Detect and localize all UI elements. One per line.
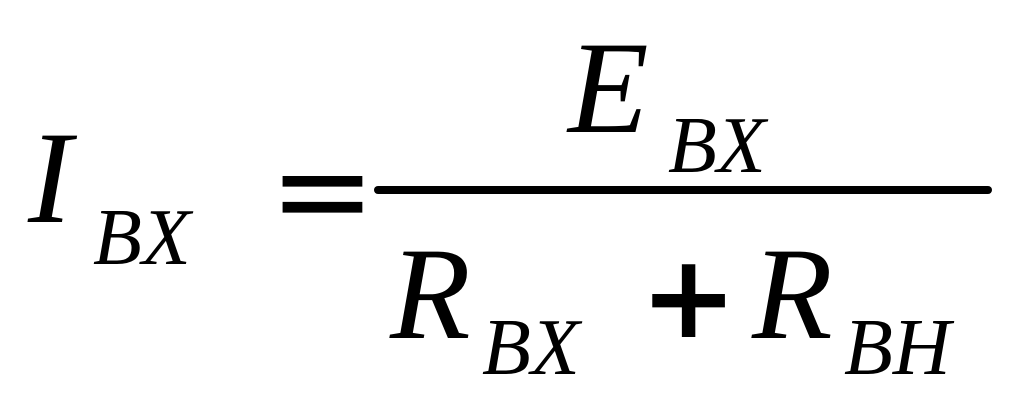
- equals-sign: =: [269, 114, 376, 266]
- denominator-subscript-1: BX: [482, 304, 580, 392]
- denominator-symbol-2: R: [752, 220, 833, 367]
- numerator-subscript: BX: [668, 102, 766, 190]
- lhs-symbol: I: [28, 104, 72, 251]
- denominator-subscript-2: BH: [844, 304, 951, 392]
- plus-sign: +: [640, 230, 738, 365]
- fraction-bar: [374, 186, 992, 194]
- lhs-subscript: BX: [93, 194, 191, 282]
- numerator-symbol: E: [568, 14, 649, 161]
- denominator-symbol-1: R: [390, 220, 471, 367]
